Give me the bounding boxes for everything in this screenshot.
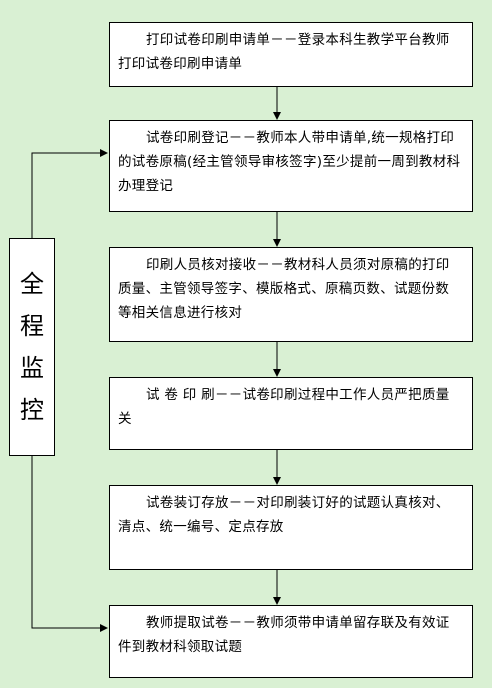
full-process-monitoring-box: 全 程 监 控 bbox=[9, 238, 55, 456]
connector-monitor-bottom bbox=[31, 456, 108, 632]
step-printing: 试 卷 印 刷－－试卷印刷过程中工作人员严把质量关 bbox=[109, 377, 473, 450]
step-teacher-pickup: 教师提取试卷－－教师须带申请单留存联及有效证件到教材科领取试题 bbox=[109, 605, 473, 678]
step-registration: 试卷印刷登记－－教师本人带申请单,统一规格打印的试卷原稿(经主管领导审核签字)至… bbox=[109, 120, 473, 212]
connector-monitor-top bbox=[31, 149, 108, 238]
side-label-char: 监 bbox=[20, 354, 44, 382]
side-label-char: 程 bbox=[20, 312, 44, 340]
step-print-application: 打印试卷印刷申请单－－登录本科生教学平台教师打印试卷印刷申请单 bbox=[109, 22, 473, 87]
step-verify-receive: 印刷人员核对接收－－教材科人员须对原稿的打印质量、主管领导签字、模版格式、原稿页… bbox=[109, 247, 473, 342]
side-label-char: 全 bbox=[20, 270, 44, 298]
step-binding-storage: 试卷装订存放－－对印刷装订好的试题认真核对、清点、统一编号、定点存放 bbox=[109, 485, 473, 570]
side-label-char: 控 bbox=[20, 396, 44, 424]
